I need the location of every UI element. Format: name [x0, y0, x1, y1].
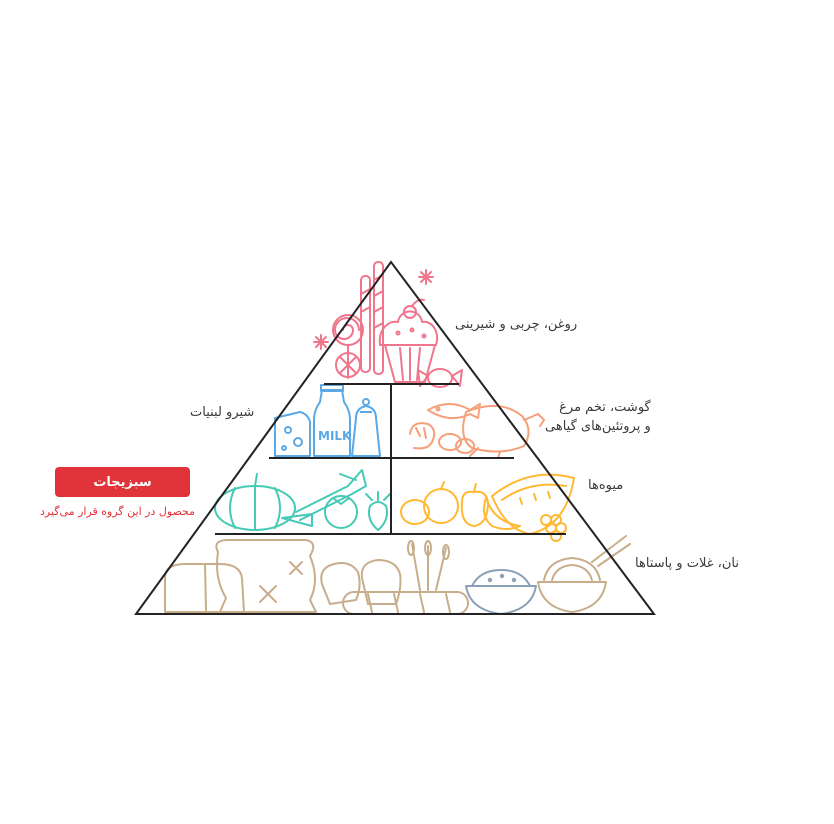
label-fruits: میوه‌ها	[588, 478, 624, 493]
roast-chicken-icon	[462, 405, 530, 453]
label-protein: گوشت، تخم مرغ و پروتئین‌های گیاهی	[545, 398, 651, 436]
dairy-illustration	[274, 384, 381, 457]
label-protein-line1: گوشت، تخم مرغ	[559, 400, 651, 415]
milk-pitcher-icon	[351, 405, 381, 457]
fish-icon	[427, 403, 481, 420]
wrapped-candy-icon	[427, 368, 453, 388]
label-fats-sweets: روغن، چربی و شیرینی	[455, 317, 578, 332]
apple-icon	[460, 490, 489, 527]
label-dairy: شیرو لبنیات	[190, 405, 255, 420]
vegetables-highlight-note: محصول در این گروه قرار می‌گیرد	[40, 505, 196, 518]
vegetables-highlight-badge: سبزیجات	[55, 467, 190, 497]
meat-illustration	[409, 403, 545, 459]
noodle-bowl-icon	[537, 581, 607, 613]
candy-stick-icon	[373, 261, 384, 375]
peppermint-candy-icon	[335, 352, 361, 378]
shrimp-icon	[409, 422, 436, 450]
orange-icon	[423, 488, 459, 524]
label-protein-line2: و پروتئین‌های گیاهی	[545, 419, 651, 434]
grains-illustration	[164, 535, 631, 615]
pyramid-outline	[134, 260, 656, 615]
sparkle-icon	[313, 334, 329, 350]
flour-sack-icon	[215, 539, 317, 613]
rice-bowl-illustration	[465, 569, 537, 615]
milk-label: MILK	[318, 429, 352, 443]
milk-bottle-icon	[313, 389, 351, 457]
cheese-icon	[274, 411, 311, 457]
rice-bowl-icon	[465, 585, 537, 615]
vegetables-illustration	[214, 469, 391, 531]
sparkle-icon	[418, 269, 434, 285]
radish-icon	[368, 501, 388, 531]
tomato-icon	[324, 495, 358, 529]
melon-slice-icon	[491, 473, 575, 535]
banana-icon	[483, 497, 521, 530]
fruit-illustration	[400, 473, 575, 542]
carrot-icon	[281, 513, 313, 527]
label-grains: نان، غلات و پاستاها	[635, 556, 739, 571]
bread-slice-icon	[320, 562, 361, 605]
lemon-icon	[400, 499, 430, 525]
pyramid-triangle	[134, 260, 656, 615]
sweets-illustration	[313, 261, 463, 388]
egg-icon	[438, 433, 462, 451]
wheat-icon	[411, 543, 447, 591]
